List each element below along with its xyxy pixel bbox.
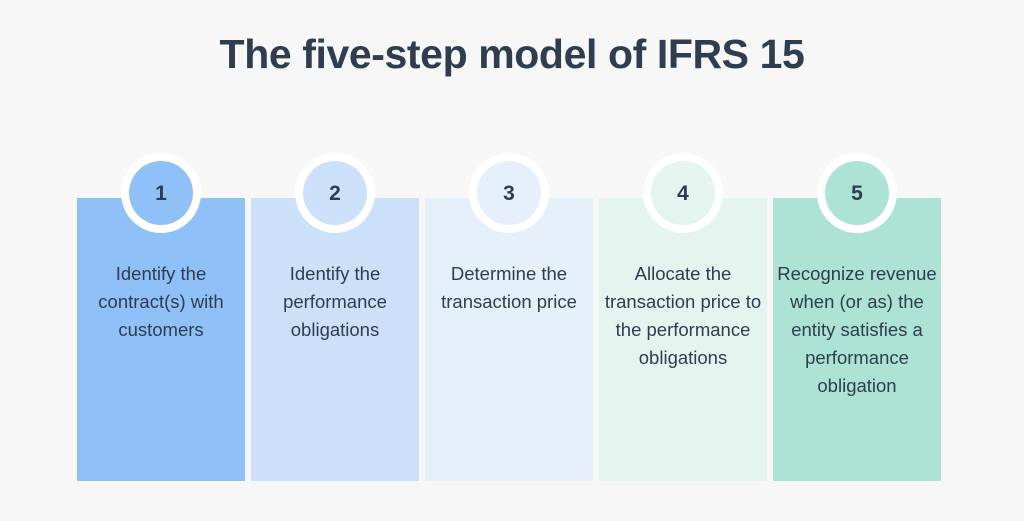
step-text-3: Determine the transaction price [441, 263, 577, 312]
step-card-3: 3 Determine the transaction price [425, 153, 593, 481]
step-text-1: Identify the contract(s) with customers [98, 263, 224, 340]
step-badge-2: 2 [295, 153, 375, 233]
step-number-1: 1 [155, 181, 167, 205]
step-number-5: 5 [851, 181, 863, 205]
step-card-4: 4 Allocate the transaction price to the … [599, 153, 767, 481]
page-title: The five-step model of IFRS 15 [219, 31, 805, 77]
step-badge-1: 1 [121, 153, 201, 233]
step-badge-inner-3: 3 [477, 161, 541, 225]
step-card-1: 1 Identify the contract(s) with customer… [77, 153, 245, 481]
steps-row: 1 Identify the contract(s) with customer… [77, 153, 947, 481]
step-text-2: Identify the performance obligations [283, 263, 387, 340]
step-badge-5: 5 [817, 153, 897, 233]
step-badge-inner-2: 2 [303, 161, 367, 225]
step-badge-4: 4 [643, 153, 723, 233]
step-card-5: 5 Recognize revenue when (or as) the ent… [773, 153, 941, 481]
step-number-2: 2 [329, 181, 341, 205]
step-number-4: 4 [677, 181, 689, 205]
step-badge-3: 3 [469, 153, 549, 233]
step-card-2: 2 Identify the performance obligations [251, 153, 419, 481]
step-badge-inner-4: 4 [651, 161, 715, 225]
step-badge-inner-1: 1 [129, 161, 193, 225]
step-text-4: Allocate the transaction price to the pe… [604, 263, 762, 368]
step-number-3: 3 [503, 181, 515, 205]
step-badge-inner-5: 5 [825, 161, 889, 225]
step-text-5: Recognize revenue when (or as) the entit… [777, 263, 937, 396]
